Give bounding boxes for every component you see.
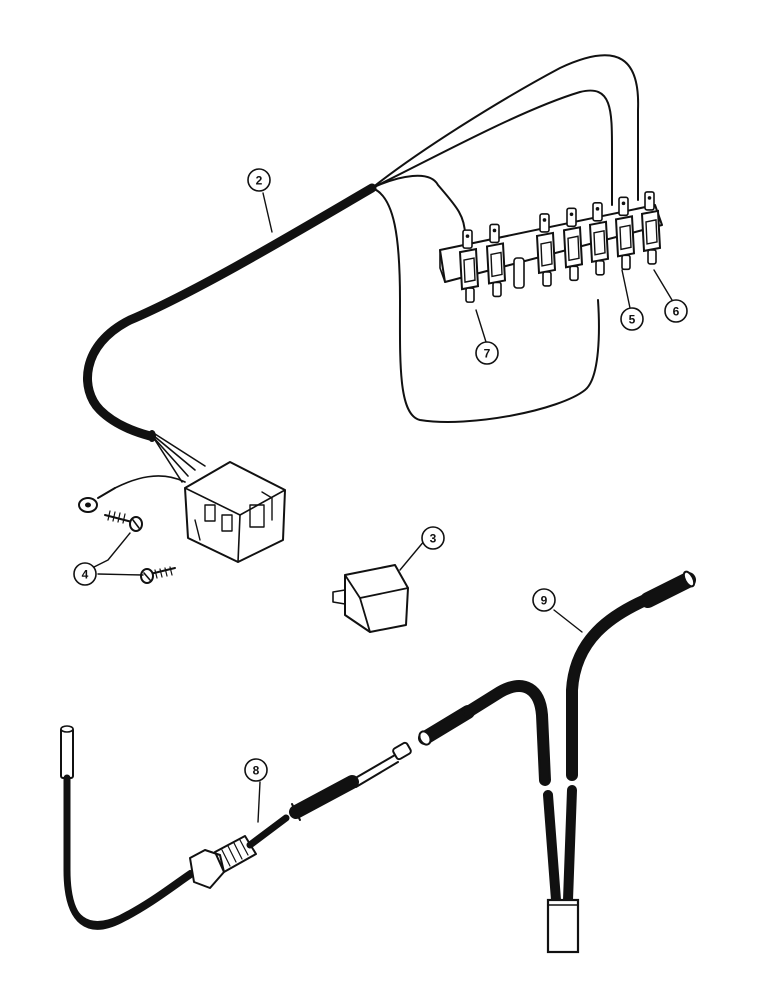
callout-8: 8: [244, 758, 268, 782]
fuse: [640, 191, 662, 265]
fuse: [485, 223, 507, 298]
callout-6-label: 6: [673, 305, 680, 319]
temperature-sender-cable: [60, 705, 475, 930]
inline-fuse: [513, 257, 525, 289]
callout-3-label: 3: [430, 532, 437, 546]
callout-5: 5: [620, 307, 644, 331]
callout-5-label: 5: [629, 313, 636, 327]
callout-6: 6: [664, 299, 688, 323]
fuse: [562, 207, 584, 282]
callout-4-label: 4: [82, 568, 89, 582]
fuse-block: [439, 204, 663, 283]
callout-2: 2: [247, 168, 271, 192]
callout-7: 7: [475, 341, 499, 365]
callout-4: 4: [73, 562, 97, 586]
fuse: [614, 196, 636, 271]
leader-lines: [87, 192, 673, 823]
callout-8-label: 8: [253, 764, 260, 778]
fuse: [588, 202, 610, 276]
callout-9: 9: [532, 588, 556, 612]
callout-2-label: 2: [256, 174, 263, 188]
fuse: [458, 229, 480, 303]
y-harness: [462, 570, 696, 954]
screw-upper: [104, 510, 143, 532]
callout-9-label: 9: [541, 594, 548, 608]
relay: [332, 564, 409, 633]
callout-3: 3: [421, 526, 445, 550]
screw-lower: [140, 566, 176, 584]
fuse: [535, 213, 557, 287]
relay-socket: [184, 461, 286, 563]
main-wiring-harness: [78, 54, 640, 513]
callout-7-label: 7: [484, 347, 491, 361]
fuses: [458, 191, 662, 303]
